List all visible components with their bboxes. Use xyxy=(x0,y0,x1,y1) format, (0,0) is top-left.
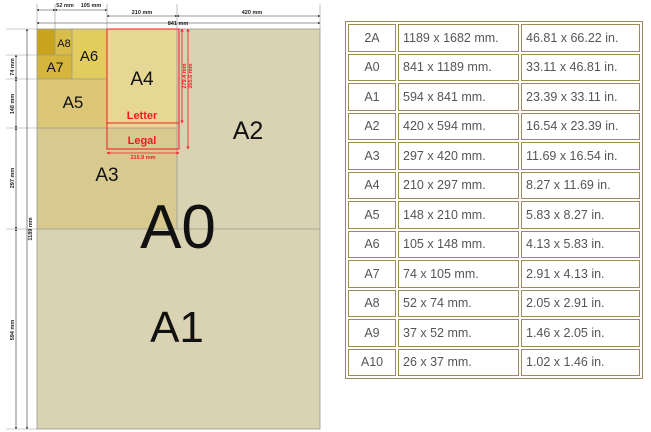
size-inches-cell: 16.54 x 23.39 in. xyxy=(521,112,640,140)
size-inches-cell: 33.11 x 46.81 in. xyxy=(521,53,640,81)
size-inches-cell: 8.27 x 11.69 in. xyxy=(521,171,640,199)
size-inches-cell: 2.05 x 2.91 in. xyxy=(521,289,640,317)
label-a3: A3 xyxy=(95,165,118,186)
size-inches-cell: 5.83 x 8.27 in. xyxy=(521,201,640,229)
dim-label-74: 74 mm xyxy=(10,58,16,76)
size-mm-cell: 74 x 105 mm. xyxy=(398,260,519,288)
size-inches-cell: 46.81 x 66.22 in. xyxy=(521,24,640,52)
top-dimension-lines xyxy=(36,4,321,29)
size-mm-cell: 841 x 1189 mm. xyxy=(398,53,519,81)
size-name-cell: A7 xyxy=(348,260,396,288)
size-mm-cell: 210 x 297 mm. xyxy=(398,171,519,199)
size-name-cell: A8 xyxy=(348,289,396,317)
dim-label-148: 148 mm xyxy=(10,94,16,115)
size-mm-cell: 1189 x 1682 mm. xyxy=(398,24,519,52)
size-mm-cell: 297 x 420 mm. xyxy=(398,142,519,170)
left-dimension-lines xyxy=(6,28,37,430)
size-name-cell: A3 xyxy=(348,142,396,170)
dim-label-297: 297 mm xyxy=(10,168,16,189)
sheet-a2 xyxy=(177,29,320,229)
size-inches-cell: 1.46 x 2.05 in. xyxy=(521,319,640,347)
size-name-cell: 2A xyxy=(348,24,396,52)
sheet-a4 xyxy=(107,29,177,128)
size-inches-cell: 1.02 x 1.46 in. xyxy=(521,348,640,376)
dim-label-1189: 1189 mm xyxy=(28,217,34,240)
dim-label-420: 420 mm xyxy=(242,10,263,16)
dim-label-52: 52 mm xyxy=(56,3,74,9)
size-name-cell: A2 xyxy=(348,112,396,140)
dim-label-215: 215.9 mm xyxy=(130,155,155,161)
sheet-a8-corner xyxy=(37,29,55,55)
paper-size-diagram: 52 mm 105 mm 210 mm 420 mm 841 mm 74 mm … xyxy=(6,3,321,430)
size-name-cell: A9 xyxy=(348,319,396,347)
size-inches-cell: 2.91 x 4.13 in. xyxy=(521,260,640,288)
sheet-a6 xyxy=(72,29,107,79)
dim-label-210: 210 mm xyxy=(132,10,153,16)
label-a0: A0 xyxy=(140,193,216,262)
red-dimension-lines xyxy=(106,28,190,155)
size-mm-cell: 420 x 594 mm. xyxy=(398,112,519,140)
size-inches-cell: 23.39 x 33.11 in. xyxy=(521,83,640,111)
size-name-cell: A4 xyxy=(348,171,396,199)
size-name-cell: A10 xyxy=(348,348,396,376)
dim-label-841: 841 mm xyxy=(168,21,189,27)
us-paper-outlines xyxy=(106,28,180,150)
dim-label-105: 105 mm xyxy=(81,3,102,9)
size-mm-cell: 26 x 37 mm. xyxy=(398,348,519,376)
dim-label-355: 355.6 mm xyxy=(188,63,194,88)
size-inches-cell: 4.13 x 5.83 in. xyxy=(521,230,640,258)
label-letter: Letter xyxy=(127,110,158,122)
label-legal: Legal xyxy=(128,135,157,147)
label-a7: A7 xyxy=(46,59,63,75)
label-a2: A2 xyxy=(233,117,264,145)
sheet-a5 xyxy=(37,79,107,128)
label-a8: A8 xyxy=(57,38,70,50)
sheet-a8 xyxy=(55,29,72,55)
size-name-cell: A0 xyxy=(348,53,396,81)
dim-label-594: 594 mm xyxy=(10,320,16,341)
size-mm-cell: 105 x 148 mm. xyxy=(398,230,519,258)
size-mm-cell: 148 x 210 mm. xyxy=(398,201,519,229)
dim-label-279: 279.4 mm xyxy=(182,63,188,88)
size-name-cell: A6 xyxy=(348,230,396,258)
size-mm-cell: 594 x 841 mm. xyxy=(398,83,519,111)
size-name-cell: A5 xyxy=(348,201,396,229)
label-a6: A6 xyxy=(80,48,98,65)
size-mm-cell: 37 x 52 mm. xyxy=(398,319,519,347)
label-a4: A4 xyxy=(130,69,154,90)
sheet-a7 xyxy=(37,55,72,79)
label-a1: A1 xyxy=(150,303,204,352)
label-a5: A5 xyxy=(63,93,84,112)
size-name-cell: A1 xyxy=(348,83,396,111)
sheet-a1 xyxy=(37,229,320,429)
size-mm-cell: 52 x 74 mm. xyxy=(398,289,519,317)
size-inches-cell: 11.69 x 16.54 in. xyxy=(521,142,640,170)
